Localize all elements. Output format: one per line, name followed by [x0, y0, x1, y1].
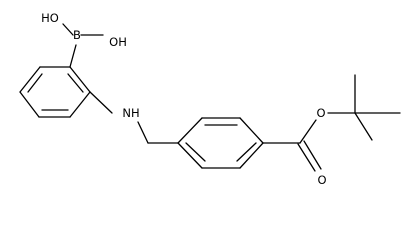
- ring-left-bond-3: [19, 91, 40, 118]
- atom-label-ester-oxygen: O: [316, 106, 325, 120]
- atom-label-hydroxyl-left: HO: [41, 11, 59, 25]
- ring-left-inner-bond-1: [27, 73, 43, 93]
- tert-butyl-ester-group: O O: [262, 74, 401, 187]
- ring-right-bond-4: [239, 142, 264, 169]
- bond-nh-ch2: [137, 121, 149, 144]
- bond-ring-nh: [89, 91, 113, 114]
- atom-label-boron: B: [73, 28, 81, 42]
- ring-right-bond-1: [177, 117, 203, 144]
- bond-quaternary-carbon-methyl-down: [354, 112, 373, 141]
- bond-b-oh-left: [62, 23, 74, 36]
- chemical-structure-diagram: B HO OH NH O O: [19, 11, 401, 187]
- ring-left-inner-bond-3: [67, 73, 84, 93]
- bond-carbonyl-double-2: [303, 140, 322, 170]
- benzene-ring-right: [177, 117, 264, 169]
- boronic-acid-group: B HO OH: [41, 11, 127, 68]
- atom-label-amine: NH: [122, 106, 139, 120]
- amine-linker: NH: [89, 91, 179, 144]
- ring-right-inner-bond-3: [185, 142, 206, 162]
- benzene-ring-left: [19, 66, 91, 118]
- ring-left-bond-2: [19, 66, 41, 93]
- ring-right-inner-bond-2: [236, 142, 257, 162]
- ring-left-bond-6: [69, 66, 91, 93]
- ring-right-bond-6: [177, 142, 203, 169]
- ring-right-bond-3: [239, 117, 264, 144]
- bond-b-ring: [69, 44, 77, 68]
- atom-label-carbonyl-oxygen: O: [317, 173, 326, 187]
- bond-carbon-ester-oxygen: [299, 119, 317, 144]
- ring-left-bond-5: [69, 91, 91, 118]
- bond-carbonyl-double-1: [297, 143, 316, 172]
- atom-label-hydroxyl-right: OH: [109, 35, 127, 49]
